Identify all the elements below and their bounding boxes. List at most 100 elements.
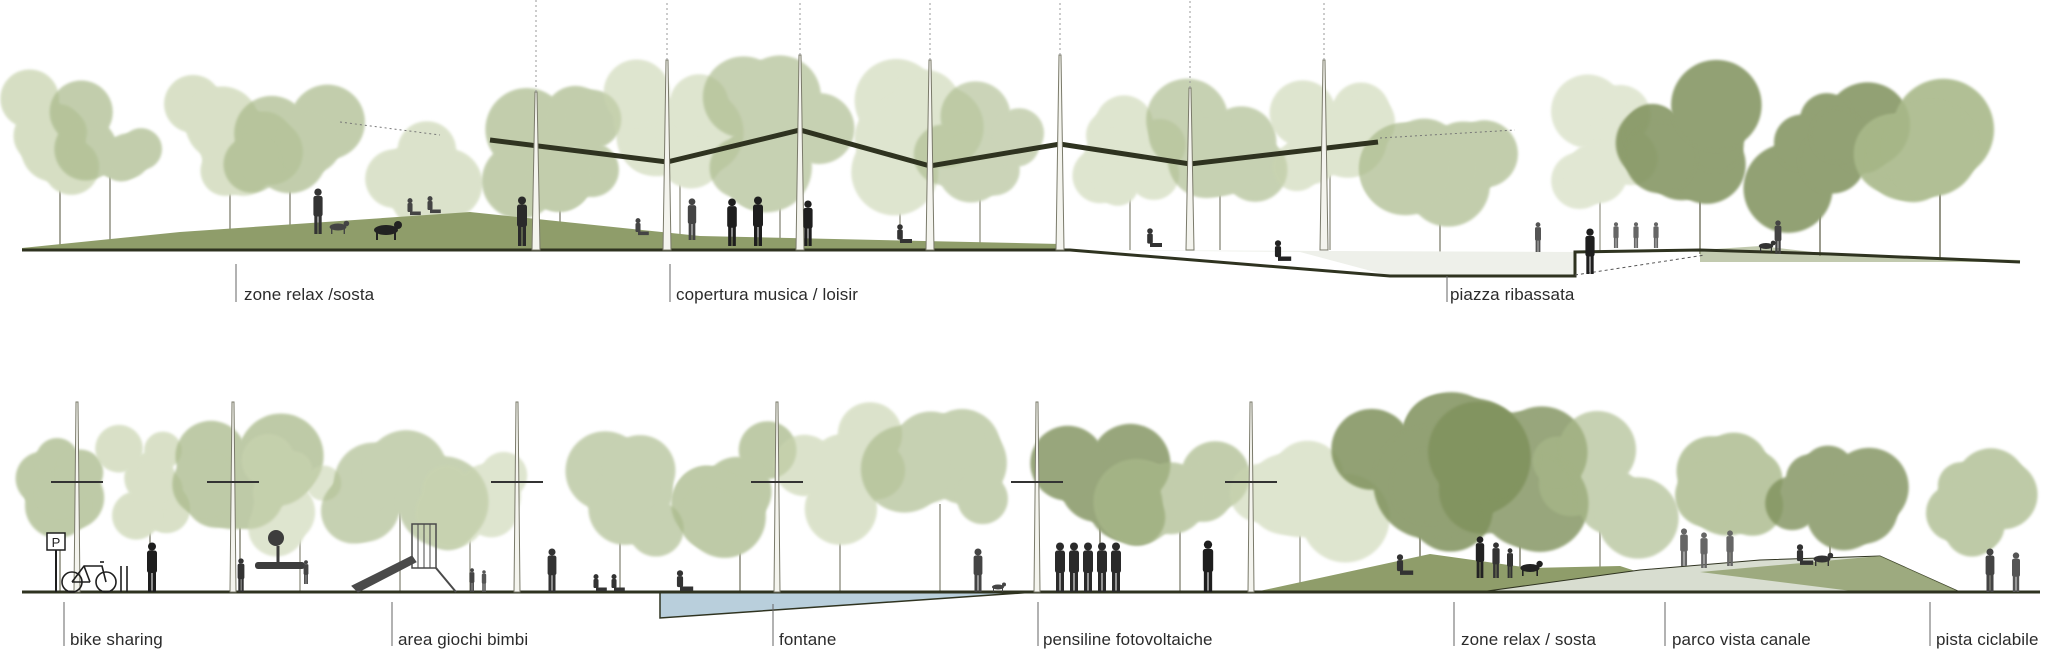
person-silhouette (547, 548, 557, 592)
person-silhouette (1653, 222, 1659, 248)
tree (702, 55, 855, 250)
person-silhouette (1985, 548, 1995, 592)
person-silhouette (1069, 542, 1079, 592)
dog-silhouette (1520, 560, 1543, 576)
person-silhouette (2012, 552, 2020, 592)
person-silhouette (973, 548, 983, 592)
tree (49, 80, 163, 250)
canopy-mast (531, 91, 541, 251)
label-fontane: fontane (779, 630, 837, 649)
top-tree-layer (0, 55, 1995, 258)
dog-silhouette (1758, 240, 1776, 252)
seated-person-silhouette (635, 218, 649, 236)
seated-person-silhouette (676, 570, 694, 591)
tree (1925, 448, 2038, 592)
bottom-section: P (15, 392, 2040, 646)
shelter-pole (513, 401, 521, 593)
tree (223, 84, 365, 250)
person-silhouette (1633, 222, 1639, 248)
tree (565, 431, 684, 592)
person-silhouette (517, 196, 527, 246)
label-zone-relax-sosta-top: zone relax /sosta (244, 285, 375, 304)
tree (603, 59, 744, 250)
label-pista-ciclabile: pista ciclabile (1936, 630, 2039, 649)
seated-person-silhouette (1796, 544, 1814, 565)
person-silhouette (1726, 530, 1734, 566)
person-silhouette (1613, 222, 1619, 248)
person-silhouette (1111, 542, 1121, 592)
person-silhouette (1507, 548, 1513, 578)
tree (1229, 440, 1390, 592)
label-parco-vista-canale: parco vista canale (1672, 630, 1811, 649)
canopy-masts (531, 0, 1329, 251)
person-silhouette (481, 570, 487, 592)
label-piazza-ribassata: piazza ribassata (1450, 285, 1575, 304)
seated-person-silhouette (897, 224, 912, 243)
label-pensiline-fotovoltaiche: pensiline fotovoltaiche (1043, 630, 1213, 649)
seated-person-silhouette (593, 574, 607, 592)
canopy-mast (1055, 54, 1065, 251)
tree (241, 433, 342, 592)
parking-sign: P (46, 532, 66, 592)
shelter-pole (1247, 401, 1255, 593)
tree (1853, 78, 1995, 258)
tree (95, 424, 190, 592)
canopy-mast (662, 59, 672, 251)
bottom-tree-layer (15, 392, 2038, 592)
dog-silhouette (329, 220, 350, 234)
person-silhouette (753, 196, 763, 246)
playground-spring-rider (255, 530, 305, 569)
sunken-piazza (1070, 250, 1575, 276)
person-silhouette (727, 198, 737, 246)
top-grass-mound-left (22, 212, 1060, 250)
tree (860, 409, 1008, 592)
person-silhouette (803, 200, 813, 246)
person-silhouette (1774, 220, 1782, 254)
label-bike-sharing: bike sharing (70, 630, 163, 649)
canopy-mast (1319, 59, 1329, 251)
solar-shelter-poles (51, 401, 1277, 593)
person-silhouette (469, 568, 475, 592)
bottom-people-silhouettes (147, 528, 2020, 592)
person-silhouette (303, 560, 309, 584)
top-dotted-ramp (1574, 254, 1706, 276)
dog-silhouette (374, 221, 402, 240)
top-ground-line (22, 248, 2021, 278)
label-zone-relax-sosta-bottom: zone relax / sosta (1461, 630, 1597, 649)
person-silhouette (237, 558, 245, 592)
person-silhouette (687, 198, 697, 240)
person-silhouette (1585, 228, 1595, 274)
playground-slide (351, 523, 457, 593)
person-silhouette (1083, 542, 1093, 592)
person-silhouette (1535, 222, 1541, 252)
person-silhouette (1475, 536, 1485, 578)
top-people-silhouettes (313, 188, 1782, 274)
tree (1765, 445, 1909, 570)
label-area-giochi-bimbi: area giochi bimbi (398, 630, 529, 649)
shelter-pole (73, 401, 81, 593)
tree (1532, 411, 1679, 588)
seated-person-silhouette (1147, 228, 1162, 247)
tree (671, 421, 797, 592)
tree (481, 85, 622, 250)
dog-silhouette (1813, 552, 1834, 566)
top-dotted-sight-left (339, 121, 441, 136)
seated-person-silhouette (1396, 554, 1414, 575)
person-silhouette (1097, 542, 1107, 592)
shelter-pole (229, 401, 237, 593)
person-silhouette (1492, 542, 1500, 578)
tree (1359, 118, 1518, 252)
bottom-canal-hill-green (1700, 556, 1960, 592)
tree (1072, 95, 1186, 250)
person-silhouette (1700, 532, 1708, 568)
seated-person-silhouette (407, 198, 421, 216)
person-silhouette (313, 188, 323, 234)
person-silhouette (1202, 540, 1214, 592)
tree (1615, 59, 1762, 254)
canopy-mast (925, 59, 935, 251)
seated-person-silhouette (1274, 240, 1292, 261)
seated-person-silhouette (427, 196, 441, 214)
tree (1146, 78, 1288, 250)
canopy-mast (1185, 87, 1195, 251)
